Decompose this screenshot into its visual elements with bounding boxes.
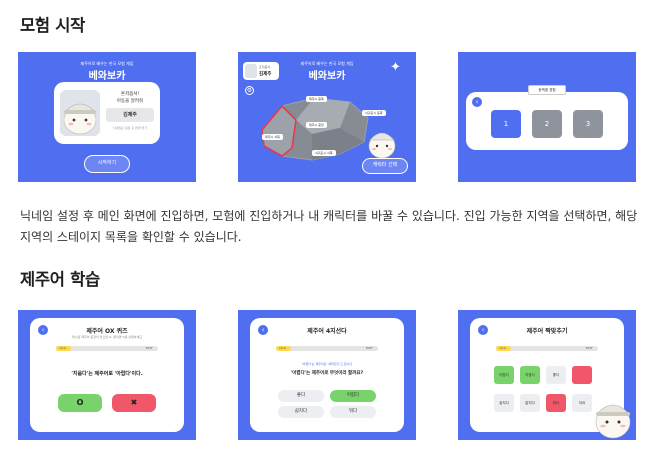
screenshot-ox-quiz: ‹ 제주어 OX 퀴즈 제시된 제주어 문장이 맞으면 O, 틀리면 X를 선택… [18,310,196,440]
screenshot-matching: ‹ 제주어 짝맞추기 1/10 EXIT 아랍다 지웁다 좋다 쉽지다 알지다 … [458,310,636,440]
quiz-hint: '어렵다'는 제주어로 '세려진다'고 합니다 [301,362,353,366]
section-title-learning: 제주어 학습 [20,270,100,289]
character-icon [368,132,396,159]
app-logo: 베와보카 [88,71,126,82]
profile-name: 김제주 [259,72,272,77]
nickname-card: 혼저옵서! 아동을 알려줘 김제주 닉네임은 설정 후 변경 불가 [54,82,160,144]
progress-bar [276,346,378,351]
exit-label[interactable]: EXIT [586,346,593,350]
region-label-1[interactable]: 제주시 동쪽 [306,96,327,102]
match-tile-6[interactable]: 알지다 [520,394,540,412]
profile-avatar-icon [245,64,257,78]
app-subtitle: 제주어로 배우는 한국 모험 게임 [300,61,354,66]
option-button-3[interactable]: 쉽지다 [278,406,324,418]
nickname-input[interactable]: 김제주 [106,108,154,122]
character-avatar [60,90,100,136]
back-arrow-icon[interactable]: ‹ [472,97,482,107]
match-tile-5[interactable]: 쉽지다 [494,394,514,412]
character-icon [63,103,97,135]
match-tile-1[interactable]: 아랍다 [494,366,514,384]
stage-button-3[interactable]: 3 [573,110,603,138]
app-subtitle: 제주어로 배우는 한국 모험 게임 [80,61,134,66]
progress-bar [56,346,158,351]
quiz-instruction: 제시된 제주어 문장이 맞으면 O, 틀리면 X를 선택하세요 [71,335,142,339]
stage-button-1[interactable]: 1 [491,110,521,138]
quiz-question: '어렵다'는 제주어로 무엇이라 할까요? [290,371,364,376]
back-arrow-icon[interactable]: ‹ [38,325,48,335]
section-description: 닉네임 설정 후 메인 화면에 진입하면, 모험에 진입하거나 내 캐릭터를 바… [20,209,638,244]
match-tile-4[interactable] [572,366,592,384]
quiz-card [250,318,404,432]
stage-button-2[interactable]: 2 [532,110,562,138]
option-button-2[interactable]: 어렵다 [330,390,376,402]
start-button[interactable]: 시작하기 [84,155,130,173]
progress-count: 1/10 [59,346,66,350]
nickname-note: 닉네임은 설정 후 변경 불가 [112,126,148,130]
exit-label[interactable]: EXIT [366,346,373,350]
match-tile-7[interactable]: 뭐다 [546,394,566,412]
quiz-card [30,318,184,432]
region-label-5[interactable]: 제주시 중앙 [306,122,327,128]
character-icon [595,404,631,439]
match-tile-2[interactable]: 지웁다 [520,366,540,384]
section-title-adventure: 모험 시작 [20,16,85,35]
quiz-question: '지웁다'는 제주어로 '아랍다'이다. [71,371,143,377]
region-label-3[interactable]: 서귀포시 동쪽 [362,110,386,116]
quiz-title: 제주어 짝맞추기 [526,328,568,335]
quiz-title: 제주어 OX 퀴즈 [86,328,128,335]
progress-count: 1/10 [499,346,506,350]
region-label-2[interactable]: 제주시 서쪽 [262,134,283,140]
screenshot-stages: ‹ 동백꽃 경험 1 2 3 [458,52,636,182]
option-button-4[interactable]: 뭐다 [330,406,376,418]
back-arrow-icon[interactable]: ‹ [258,325,268,335]
profile-greeting: 혼저옵서 [259,65,271,69]
match-tile-8[interactable]: 아요 [572,394,592,412]
x-answer-button[interactable]: ✖ [112,394,156,412]
compass-icon: ✦ [390,60,401,75]
screenshot-map: 혼저옵서 김제주 ⚙ 제주어로 배우는 한국 모험 게임 베와보카 ✦ 제주시 … [238,52,416,182]
quiz-title: 제주어 4지선다 [307,328,347,335]
greeting-line-1: 혼저옵서! [120,92,140,97]
progress-bar [496,346,598,351]
settings-gear-icon[interactable]: ⚙ [245,86,254,95]
progress-count: 1/10 [279,346,286,350]
region-banner: 동백꽃 경험 [528,85,566,95]
profile-badge[interactable]: 혼저옵서 김제주 [243,62,279,80]
map-region-selected[interactable] [261,104,297,157]
greeting-line-2: 아동을 알려줘 [116,99,144,104]
character-select-button[interactable]: 캐릭터 선택 [362,158,408,174]
exit-label[interactable]: EXIT [146,346,153,350]
app-logo: 베와보카 [308,71,346,82]
option-button-1[interactable]: 좋다 [278,390,324,402]
o-answer-button[interactable]: O [58,394,102,412]
region-label-4[interactable]: 서귀포시 서쪽 [312,150,336,156]
screenshot-start: 제주어로 배우는 한국 모험 게임 베와보카 혼저옵서! 아동을 알려줘 김제주… [18,52,196,182]
match-tile-3[interactable]: 좋다 [546,366,566,384]
back-arrow-icon[interactable]: ‹ [478,325,488,335]
screenshot-multiple-choice: ‹ 제주어 4지선다 1/10 EXIT '어렵다'는 제주어로 '세려진다'고… [238,310,416,440]
